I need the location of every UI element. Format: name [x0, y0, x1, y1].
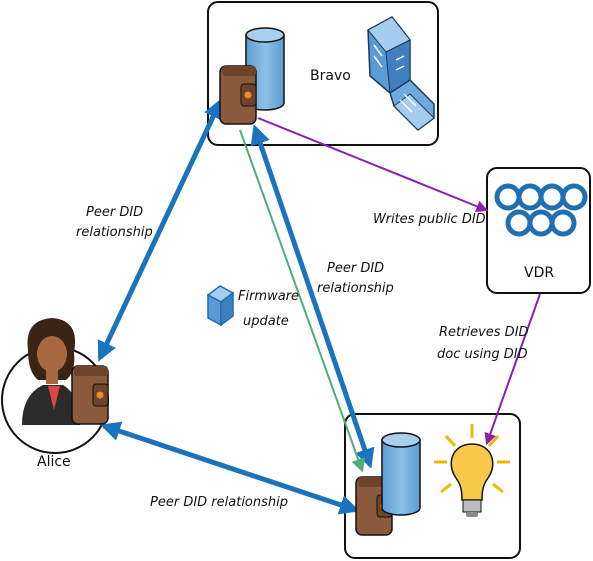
edge-bravo-vdr: [257, 117, 489, 212]
edge-bravo-device-label-line1: Peer DID: [327, 261, 384, 276]
edge-bravo-vdr-label: Writes public DID: [373, 212, 486, 227]
device-database-icon: [381, 432, 421, 516]
alice-label: Alice: [37, 454, 71, 470]
wallet-icon: [219, 65, 257, 125]
edge-bravo-device-label-line2: relationship: [317, 281, 394, 296]
edge-firmware-label-line1: Firmware: [238, 289, 299, 304]
edge-vdr-device-label-line1: Retrieves DID: [439, 325, 529, 340]
chain-links-icon: [494, 183, 588, 237]
lightbulb-icon: [434, 424, 510, 517]
package-icon: [206, 285, 235, 327]
edge-alice-bravo: [97, 98, 223, 362]
vdr-label: VDR: [524, 265, 554, 281]
edge-alice-device: [100, 421, 360, 515]
alice-wallet-icon: [71, 365, 109, 425]
person-icon: [22, 318, 80, 425]
bravo-label: Bravo: [310, 68, 351, 84]
edge-vdr-device: [484, 293, 541, 446]
edge-alice-bravo-label-line2: relationship: [76, 225, 153, 240]
edge-alice-device-label: Peer DID relationship: [150, 495, 288, 510]
edge-vdr-device-label-line2: doc using DID: [437, 347, 528, 362]
edge-firmware-update: [239, 129, 365, 473]
edge-alice-bravo-label-line1: Peer DID: [86, 205, 143, 220]
edge-firmware-label-line2: update: [243, 314, 289, 329]
building-icon: [367, 16, 435, 131]
edge-bravo-device: [250, 124, 375, 469]
